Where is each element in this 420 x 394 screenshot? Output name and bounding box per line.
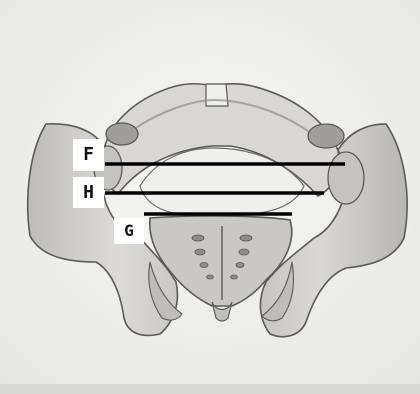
label-g: G [114, 218, 144, 244]
pubic-symphysis [206, 84, 228, 106]
right-acetabulum [328, 152, 364, 204]
label-f: F [73, 139, 104, 171]
left-obturator-foramen [106, 123, 138, 145]
label-h: H [73, 177, 104, 208]
right-obturator-foramen [308, 124, 344, 148]
bottom-edge-shadow [0, 384, 420, 394]
